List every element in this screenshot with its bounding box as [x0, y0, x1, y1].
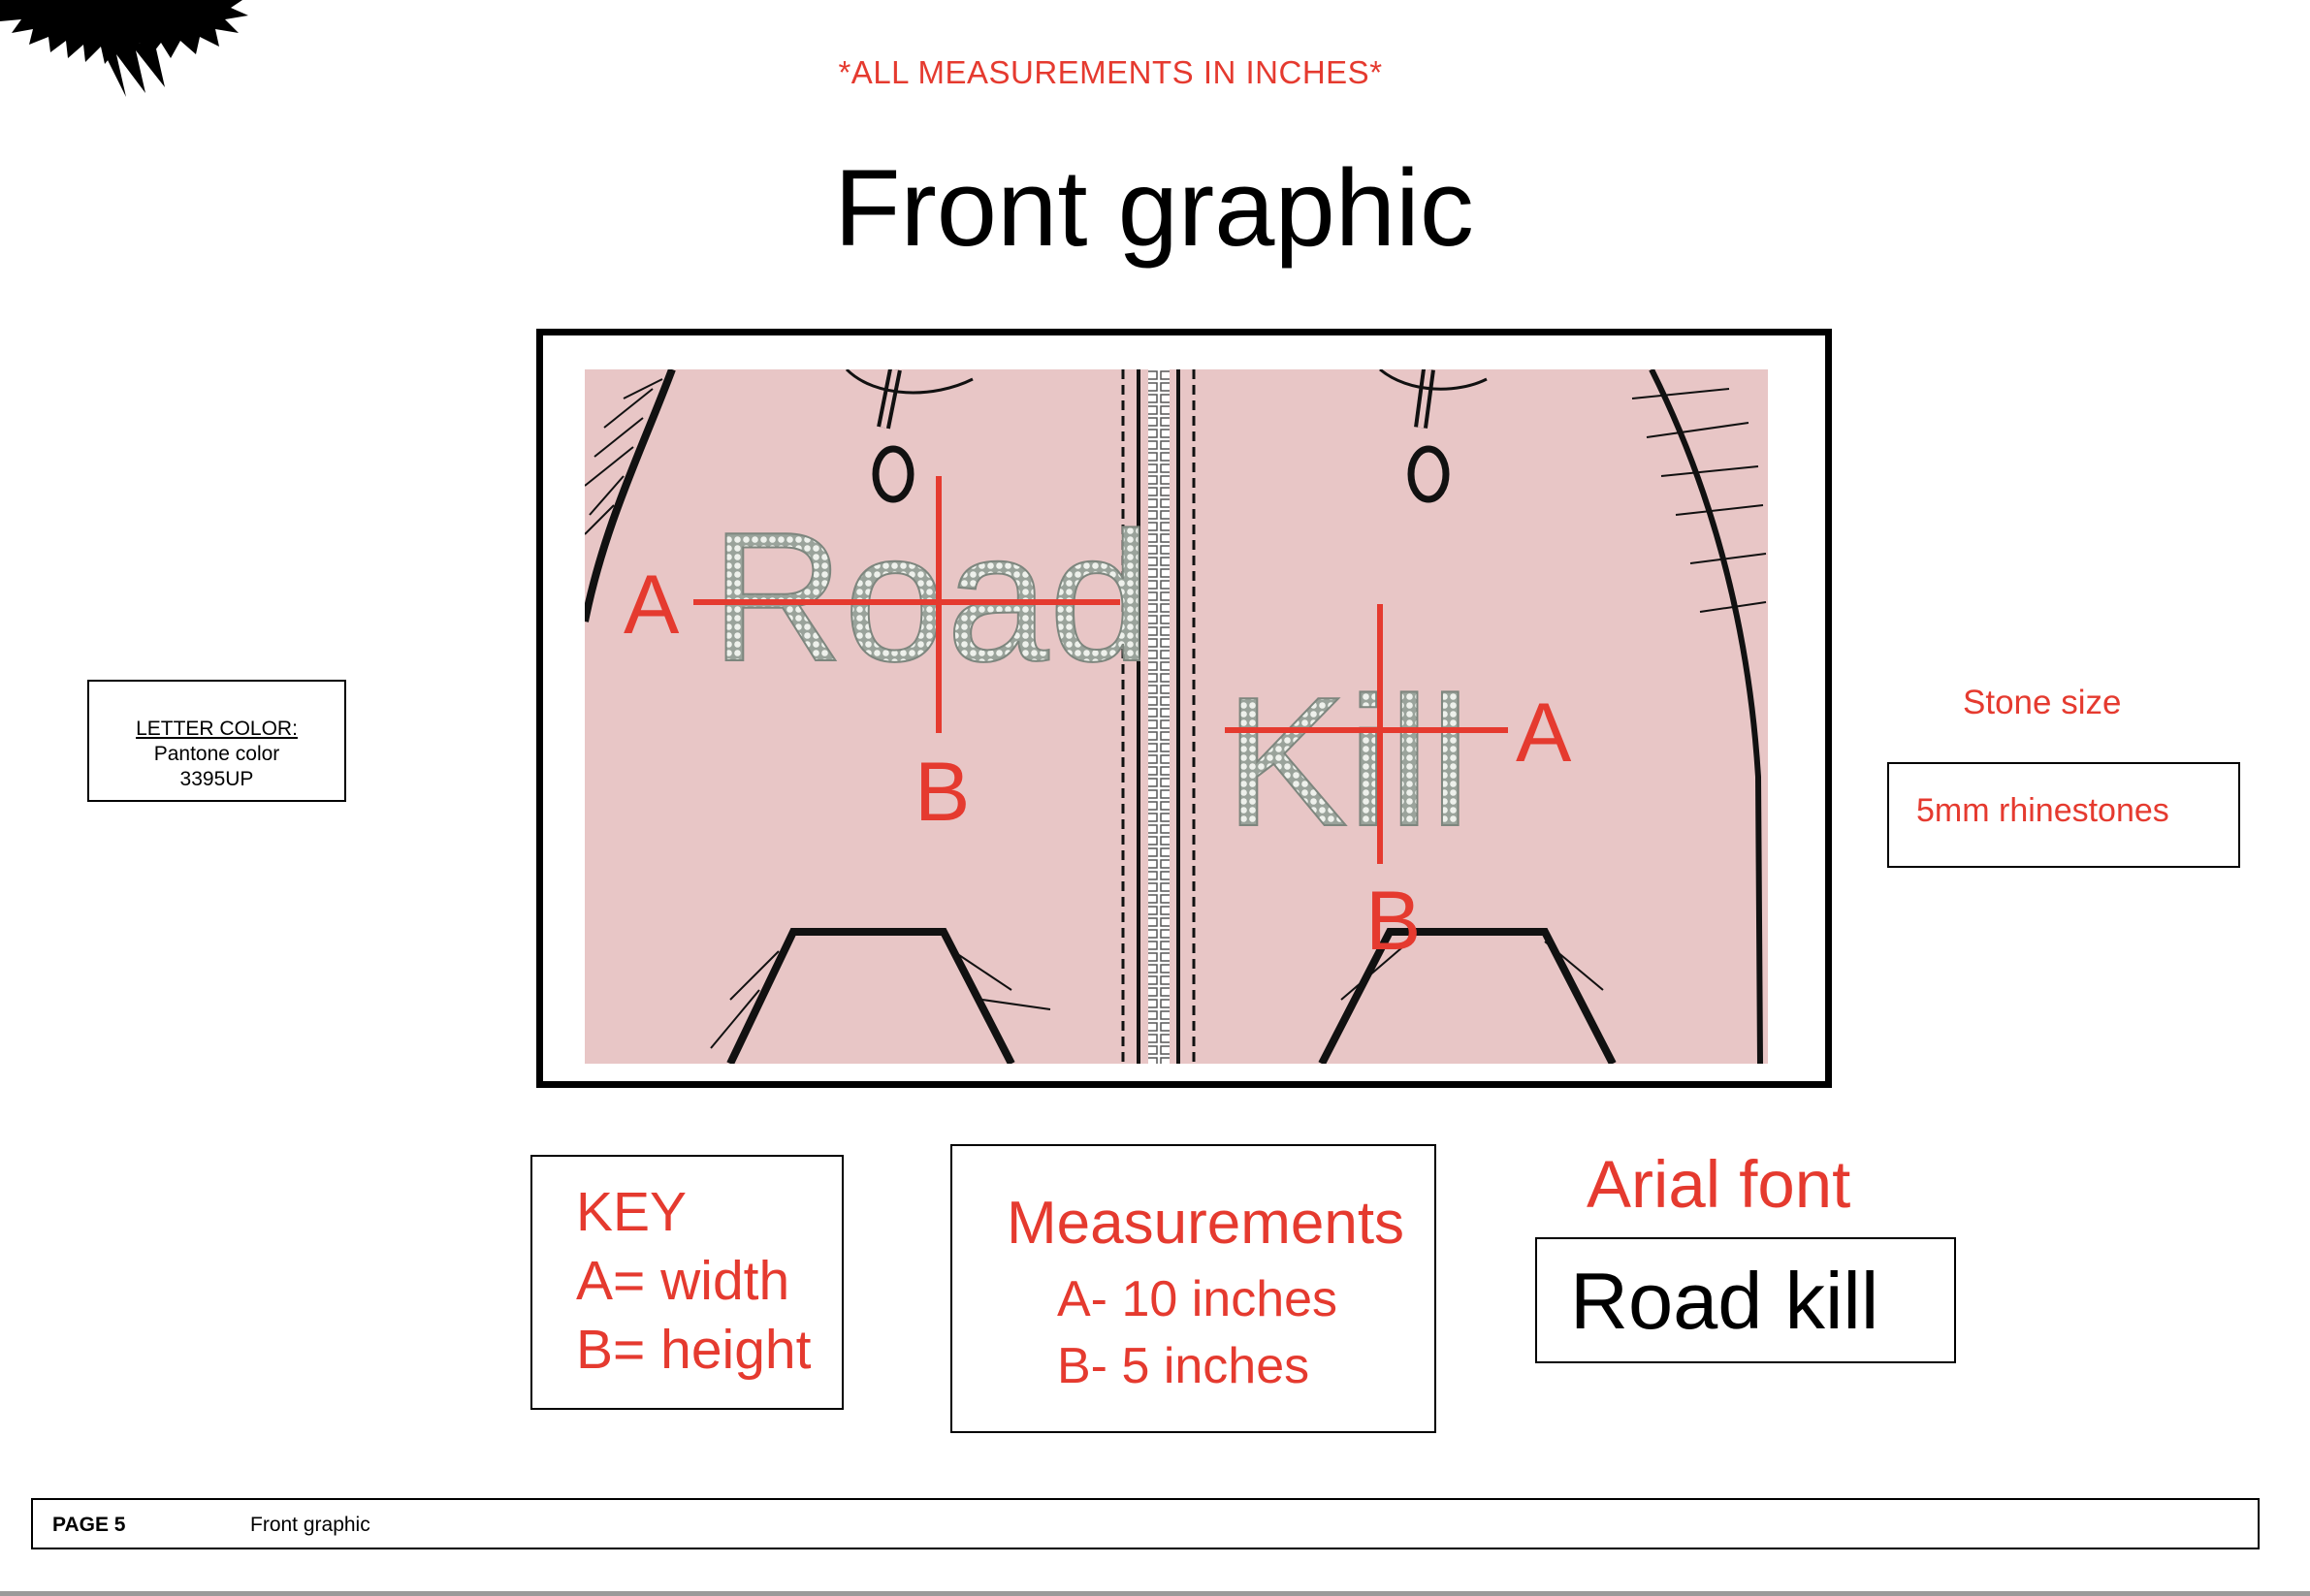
bottom-divider [0, 1591, 2310, 1596]
hoodie-front-graphic: Road Kill A B A B [585, 369, 1768, 1064]
stone-size-box: 5mm rhinestones [1887, 762, 2240, 868]
measurement-b: B- 5 inches [1057, 1338, 1310, 1394]
key-title: KEY [576, 1181, 688, 1243]
page-number: PAGE 5 [52, 1514, 126, 1536]
brand-logo [0, 0, 248, 97]
measurements-title: Measurements [1007, 1190, 1405, 1257]
key-a: A= width [576, 1250, 790, 1312]
measurement-a: A- 10 inches [1057, 1271, 1338, 1327]
measurement-note: *ALL MEASUREMENTS IN INCHES* [838, 54, 1383, 90]
letter-color-line1: Pantone color [153, 743, 280, 765]
artwork-frame [536, 329, 1832, 1088]
stone-size-label: Stone size [1963, 684, 2122, 721]
graphic-word-road: Road [711, 495, 1151, 700]
font-sample-box: Road kill [1535, 1237, 1956, 1363]
stone-size-value: 5mm rhinestones [1916, 792, 2169, 829]
letter-color-heading: LETTER COLOR: [136, 718, 298, 740]
key-b: B= height [576, 1319, 812, 1381]
footer-title: Front graphic [250, 1514, 370, 1536]
measurements-box: Measurements A- 10 inches B- 5 inches [950, 1144, 1436, 1433]
letter-color-line2: 3395UP [179, 768, 254, 790]
key-box: KEY A= width B= height [530, 1155, 844, 1410]
font-label: Arial font [1587, 1147, 1851, 1222]
page-title: Front graphic [834, 147, 1474, 269]
letter-color-box: LETTER COLOR: Pantone color 3395UP [87, 680, 346, 802]
font-sample: Road kill [1570, 1256, 1879, 1346]
page-footer: PAGE 5 Front graphic [31, 1498, 2260, 1549]
marker-a-right: A [1516, 686, 1572, 780]
marker-b-right: B [1365, 875, 1421, 968]
marker-b-left: B [914, 746, 970, 839]
graphic-word-kill: Kill [1225, 659, 1470, 865]
marker-a-left: A [624, 559, 680, 652]
